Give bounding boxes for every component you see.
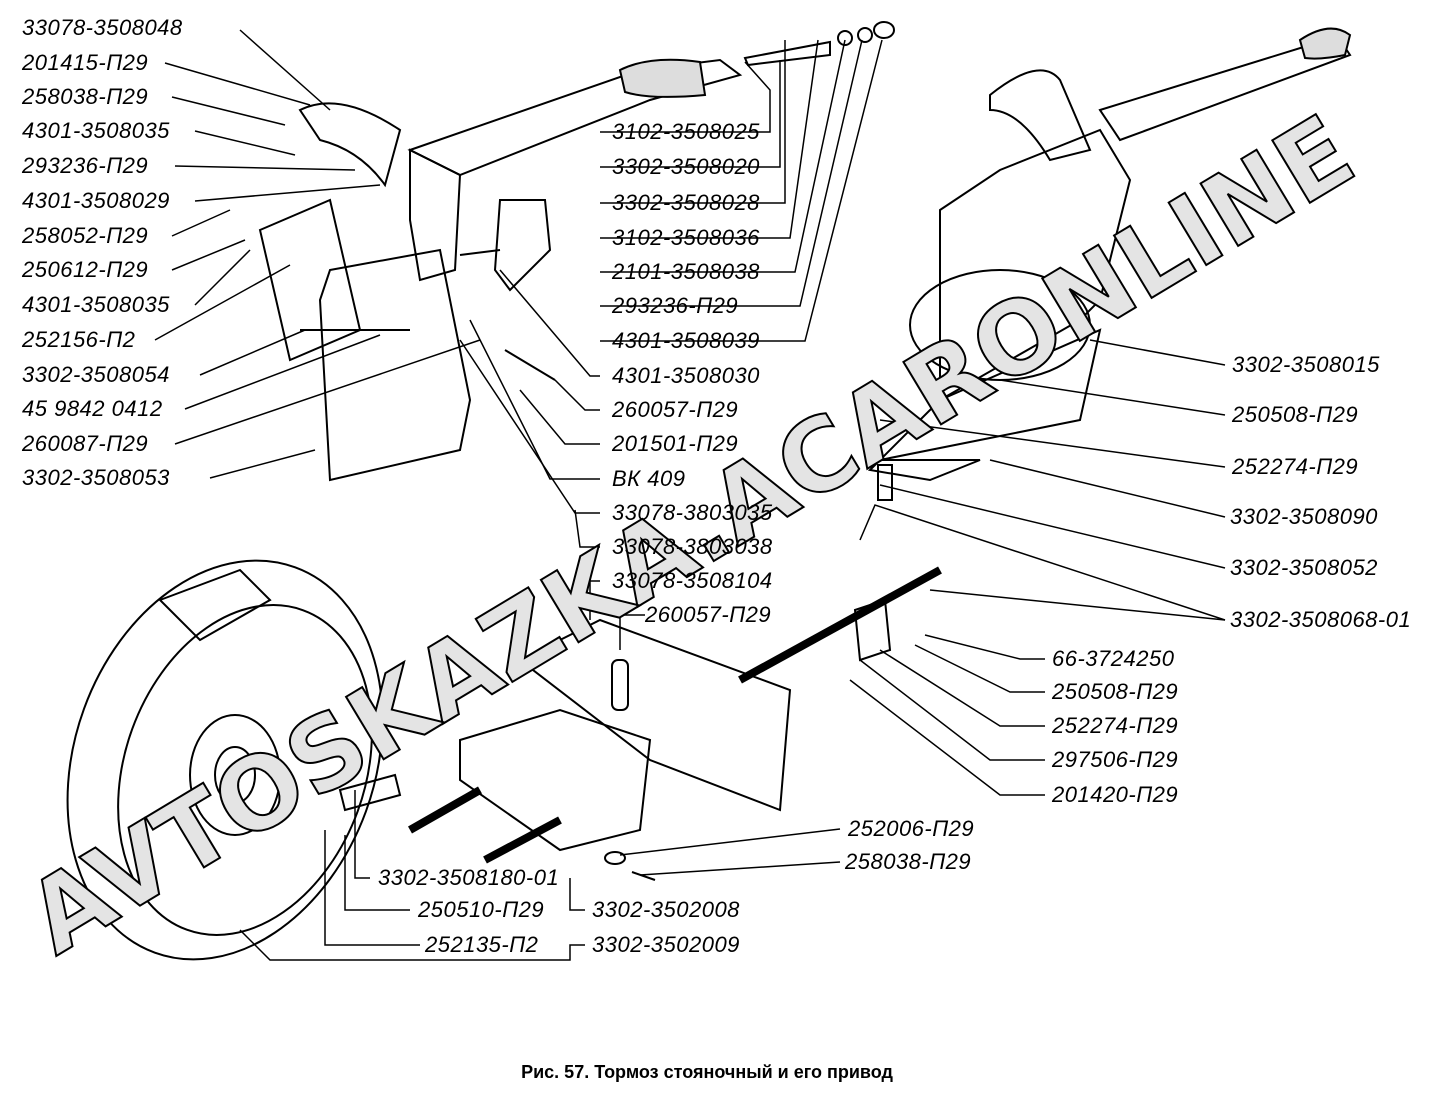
part-label: ВК 409 (612, 466, 686, 491)
hand-lever-assembly (258, 21, 895, 482)
part-label: 4301-3508035 (22, 118, 170, 143)
part-label: 3302-3508068-01 (1230, 607, 1412, 632)
brake-backing-plate (66, 559, 402, 961)
part-label: 4301-3508029 (22, 188, 170, 213)
part-label: 3302-3508020 (612, 154, 760, 179)
part-label: 293236-П29 (612, 293, 739, 318)
part-label: 3102-3508036 (612, 225, 760, 250)
part-label: 3302-3502009 (592, 932, 740, 957)
part-label: 33078-3508048 (22, 15, 183, 40)
part-label: 260057-П29 (612, 397, 739, 422)
part-label: 3302-3508052 (1230, 555, 1378, 580)
part-label: 2101-3508038 (612, 259, 760, 284)
part-label: 260057-П29 (645, 602, 772, 627)
part-label: 297506-П29 (1052, 747, 1179, 772)
part-label: 250508-П29 (1232, 402, 1359, 427)
part-label: 258038-П29 (22, 84, 149, 109)
part-label: 4301-3508035 (22, 292, 170, 317)
part-label: 4301-3508039 (612, 328, 760, 353)
part-label: 201415-П29 (22, 50, 149, 75)
part-label: 252156-П2 (22, 327, 136, 352)
part-label: 252006-П29 (848, 816, 975, 841)
part-label: 252135-П2 (425, 932, 539, 957)
leader-lines (154, 29, 1226, 961)
part-label: 33078-3508104 (612, 568, 773, 593)
part-label: 250612-П29 (22, 257, 149, 282)
part-label: 293236-П29 (22, 153, 149, 178)
figure-caption: Рис. 57. Тормоз стояночный и его привод (521, 1062, 893, 1082)
part-label: 250510-П29 (418, 897, 545, 922)
part-label: 3302-3508015 (1232, 352, 1380, 377)
part-label: 45 9842 0412 (22, 396, 163, 421)
cable-equalizer-assembly (408, 566, 942, 881)
part-label: 33078-3803038 (612, 534, 773, 559)
part-label: 252274-П29 (1052, 713, 1179, 738)
part-label: 3302-3508054 (22, 362, 170, 387)
part-label: 260087-П29 (22, 431, 149, 456)
part-label: 3302-3508028 (612, 190, 760, 215)
part-label: 3302-3508180-01 (378, 865, 560, 890)
part-label: 258052-П29 (22, 223, 149, 248)
part-label: 252274-П29 (1232, 454, 1359, 479)
part-label: 250508-П29 (1052, 679, 1179, 704)
part-label: 3302-3508090 (1230, 504, 1378, 529)
lever-housing-assembly (867, 27, 1352, 501)
part-label: 201420-П29 (1052, 782, 1179, 807)
part-label: 3302-3508053 (22, 465, 170, 490)
part-label: 66-3724250 (1052, 646, 1175, 671)
part-label: 258038-П29 (845, 849, 972, 874)
part-label: 33078-3803035 (612, 500, 773, 525)
part-label: 4301-3508030 (612, 363, 760, 388)
part-label: 201501-П29 (612, 431, 739, 456)
part-label: 3302-3502008 (592, 897, 740, 922)
part-label: 3102-3508025 (612, 119, 760, 144)
